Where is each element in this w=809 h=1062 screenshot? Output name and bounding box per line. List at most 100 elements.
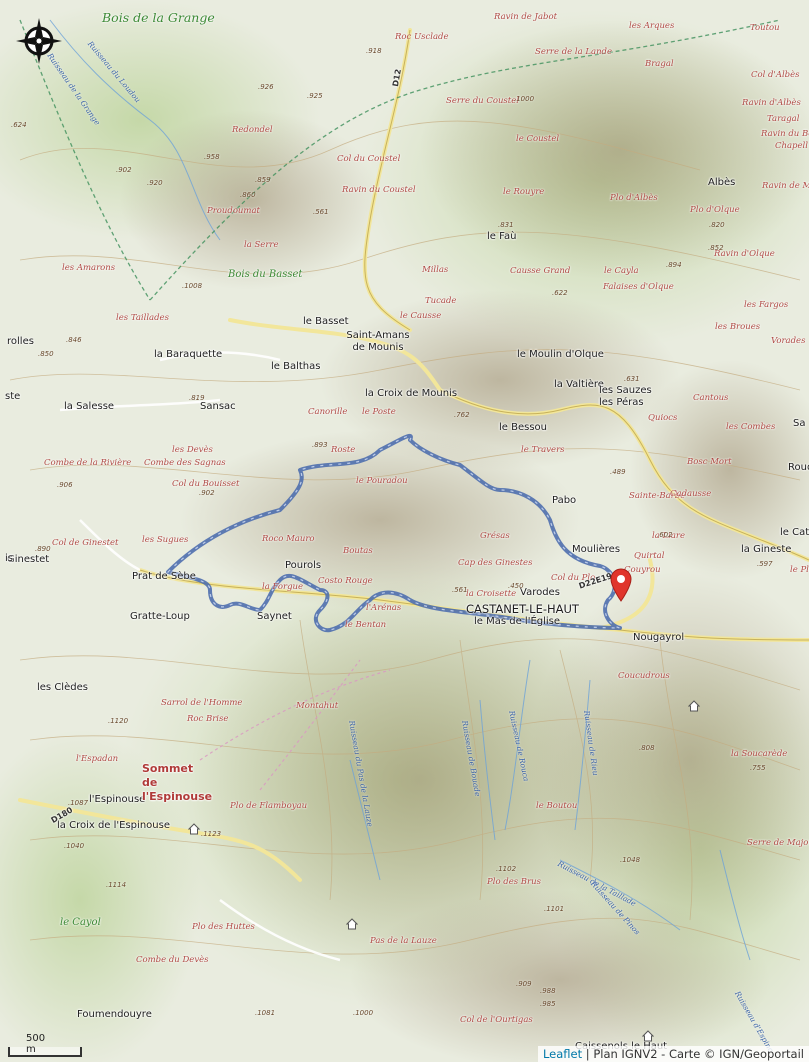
compass-icon[interactable] <box>14 16 64 66</box>
locality-label: Col du Bouisset <box>172 479 240 489</box>
elevation-label: .755 <box>750 764 766 772</box>
locality-label: Plo d'Albès <box>610 193 658 203</box>
locality-label: les Sugues <box>142 535 189 545</box>
locality-label: Serre de Majou <box>747 838 809 848</box>
place-label: le Catha <box>780 527 809 538</box>
elevation-label: .918 <box>366 47 382 55</box>
elevation-label: .985 <box>540 1000 556 1008</box>
place-label: Pourols <box>285 560 322 571</box>
locality-label: le Cayla <box>604 266 639 276</box>
place-label: Gratte-Loup <box>130 611 190 622</box>
place-label: la Gineste <box>741 544 792 555</box>
locality-label: Ravin d'Olque <box>714 249 775 259</box>
elevation-label: .1040 <box>64 842 85 850</box>
locality-label: les Fargos <box>744 300 789 310</box>
shelter-icon <box>688 700 700 712</box>
place-label: les Péras <box>599 397 644 408</box>
locality-label: l'Arénas <box>366 603 402 613</box>
elevation-label: .925 <box>307 92 323 100</box>
locality-label: le Rouyre <box>503 187 545 197</box>
place-label: Sansac <box>200 401 236 412</box>
elevation-label: .808 <box>639 744 655 752</box>
elevation-label: .450 <box>508 582 524 590</box>
locality-label: Sarrol de l'Homme <box>161 698 243 708</box>
elevation-label: .893 <box>312 441 328 449</box>
leaflet-link[interactable]: Leaflet <box>542 1047 583 1061</box>
attribution-text: Plan IGNV2 - Carte © IGN/Geoportail <box>593 1047 804 1061</box>
locality-label: Vorades <box>771 336 806 346</box>
elevation-label: .819 <box>189 394 205 402</box>
place-label: le Moulin d'Olque <box>517 349 604 360</box>
elevation-label: .846 <box>66 336 82 344</box>
place-label: les Clèdes <box>37 682 88 693</box>
locality-label: les Broues <box>715 322 761 332</box>
place-label: Albès <box>708 177 736 188</box>
elevation-label: .1008 <box>182 282 203 290</box>
locality-label: Cap des Ginestes <box>458 558 533 568</box>
elevation-label: .597 <box>757 560 773 568</box>
map-marker-icon[interactable] <box>610 568 632 602</box>
locality-label: Plo de Flamboyau <box>230 801 308 811</box>
locality-label: Montahut <box>296 701 339 711</box>
locality-label: Plo d'Olque <box>690 205 740 215</box>
elevation-label: .850 <box>38 350 54 358</box>
locality-label: l'Espadan <box>76 754 119 764</box>
locality-label: Quirtal <box>634 551 665 561</box>
elevation-label: .1123 <box>201 830 222 838</box>
locality-label: Coucudrous <box>618 671 670 681</box>
locality-label: la Croisette <box>466 589 517 599</box>
elevation-label: .1102 <box>496 865 517 873</box>
elevation-label: .1000 <box>353 1009 374 1017</box>
locality-label: Cadausse <box>670 489 712 499</box>
place-label: l'Espinouse <box>89 794 146 805</box>
locality-label: Boutas <box>343 546 373 556</box>
elevation-label: .489 <box>610 468 626 476</box>
locality-label: Couyrou <box>624 565 661 575</box>
shelter-icon <box>188 823 200 835</box>
locality-label: Roc Usclade <box>395 32 449 42</box>
locality-label: Serre du Coustel <box>446 96 519 106</box>
place-label: Foumendouyre <box>77 1009 152 1020</box>
place-label: le Bessou <box>499 422 547 433</box>
locality-label: Ravin d'Albès <box>742 98 801 108</box>
locality-label: Bosc Mort <box>687 457 732 467</box>
place-label: la Salesse <box>64 401 115 412</box>
locality-label: Col du Coustel <box>337 154 401 164</box>
locality-label: Grésas <box>480 531 510 541</box>
elevation-label: .561 <box>313 208 329 216</box>
place-label: ste <box>5 391 21 402</box>
elevation-label: .1101 <box>544 905 565 913</box>
locality-label: la Serre <box>244 240 279 250</box>
locality-label: Col de Ginestet <box>52 538 119 548</box>
elevation-label: .860 <box>240 191 256 199</box>
locality-label: le Bentan <box>345 620 387 630</box>
place-label: Saynet <box>257 611 292 622</box>
elevation-label: .1114 <box>106 881 127 889</box>
locality-label: Sainte-Barbe <box>629 491 686 501</box>
locality-label: la Soucarède <box>731 749 788 759</box>
elevation-label: .890 <box>35 545 51 553</box>
locality-label: Quiocs <box>648 413 678 423</box>
shelter-icon <box>346 918 358 930</box>
elevation-label: .762 <box>454 411 470 419</box>
elevation-label: .859 <box>255 176 271 184</box>
elevation-label: .958 <box>204 153 220 161</box>
locality-label: Col d'Albès <box>751 70 800 80</box>
place-label: Moulières <box>572 544 621 555</box>
locality-label: le Poste <box>362 407 396 417</box>
elevation-label: .920 <box>147 179 163 187</box>
place-label: le Basset <box>303 316 349 327</box>
place-label: is <box>5 553 13 564</box>
elevation-label: .1081 <box>255 1009 276 1017</box>
locality-label: Causse Grand <box>510 266 571 276</box>
elevation-label: .1048 <box>620 856 641 864</box>
attribution: Leaflet | Plan IGNV2 - Carte © IGN/Geopo… <box>537 1046 809 1062</box>
locality-label: Millas <box>422 265 449 275</box>
place-label: le Balthas <box>271 361 321 372</box>
locality-label: les Taillades <box>116 313 169 323</box>
elevation-label: .622 <box>552 289 568 297</box>
place-label: la Baraquette <box>154 349 223 360</box>
locality-label: le Travers <box>521 445 565 455</box>
forest-label: le Cayol <box>60 917 101 928</box>
